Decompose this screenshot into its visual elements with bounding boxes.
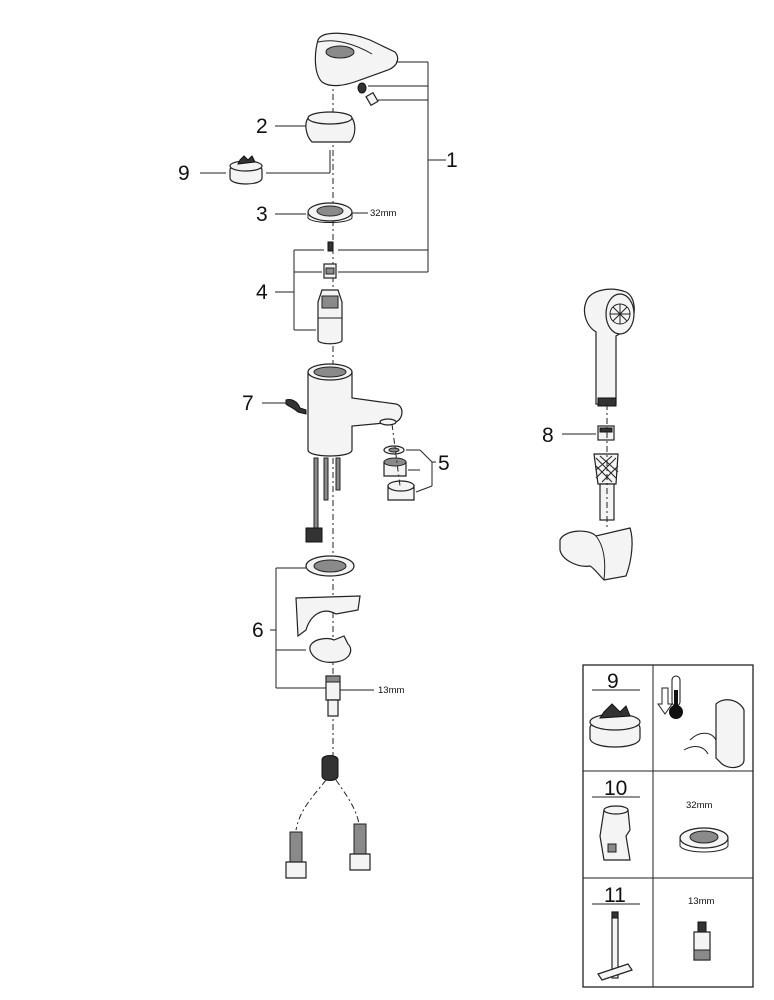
thermometer-icon (657, 675, 683, 719)
threaded-ring (307, 202, 353, 223)
callout-4: 4 (256, 281, 268, 304)
callout-8: 8 (542, 424, 554, 447)
table-ring-illustration (679, 827, 729, 853)
ring-dimension: 32mm (370, 208, 396, 219)
callout-3: 3 (256, 203, 268, 226)
cover-cap (305, 111, 356, 143)
table-t-key (597, 911, 633, 981)
table-limiter-illustration (589, 703, 641, 748)
callout-7: 7 (242, 392, 254, 415)
table-cartridge-tool (599, 805, 631, 861)
table-row2-number: 10 (604, 777, 627, 800)
shower-holder (559, 527, 633, 581)
table-row2-dim: 32mm (686, 800, 712, 811)
callout-1: 1 (446, 149, 458, 172)
hand-shower (583, 288, 635, 407)
aerator-housing (387, 480, 415, 501)
fixing-nut (325, 675, 341, 701)
table-row1-number: 9 (607, 670, 619, 693)
aerator-insert (383, 457, 407, 477)
grub-screw (357, 82, 379, 107)
flex-hoses (285, 755, 371, 879)
cartridge (317, 289, 343, 345)
lever-handle (314, 32, 399, 87)
leader-lines (200, 61, 596, 691)
callout-6: 6 (252, 619, 264, 642)
mounting-ring (305, 555, 355, 577)
callout-5: 5 (438, 452, 450, 475)
shower-hose (593, 404, 619, 530)
cartridge-screw (327, 241, 334, 252)
table-row3-dim: 13mm (688, 896, 714, 907)
cartridge-adapter (323, 263, 337, 279)
table-lever-illustration (683, 699, 745, 769)
hose-nipple (597, 425, 615, 441)
table-row3-number: 11 (604, 884, 626, 907)
temperature-limiter (229, 155, 263, 185)
supply-hoses (305, 457, 341, 543)
callout-2: 2 (256, 115, 268, 138)
nut-dimension: 13mm (378, 685, 404, 696)
table-nut-illustration (693, 921, 711, 961)
horseshoe-washer (309, 635, 352, 663)
mixer-body (307, 363, 403, 457)
callout-9: 9 (178, 162, 190, 185)
aerator-seal (383, 445, 405, 455)
aerator-axis (391, 423, 401, 487)
popup-lever (285, 399, 307, 415)
mounting-plate (295, 595, 361, 638)
threaded-rod (327, 699, 339, 717)
